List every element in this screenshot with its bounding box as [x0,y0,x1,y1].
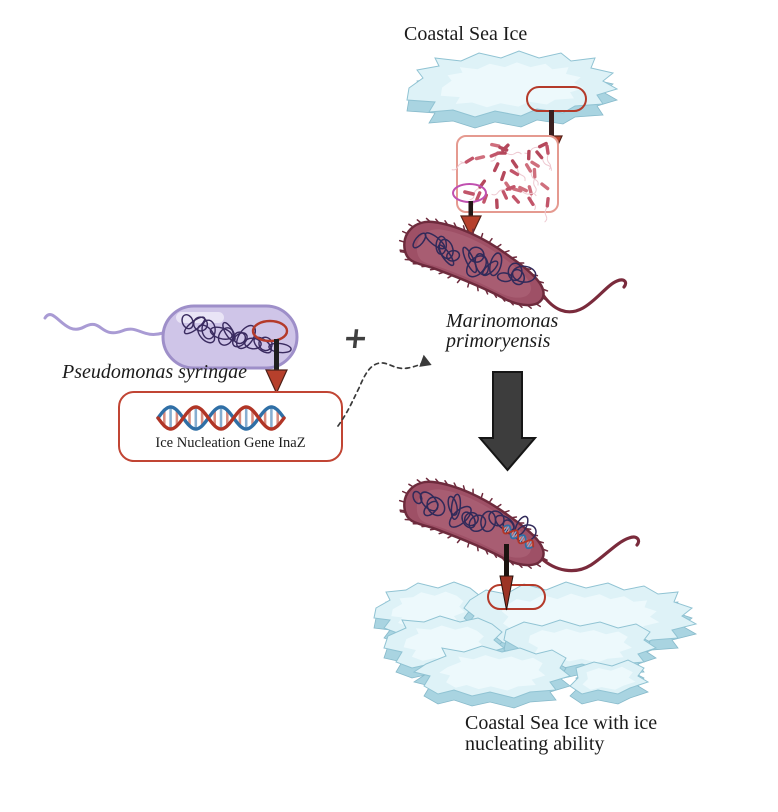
dna-helix-icon [156,405,286,431]
marinomonas-label: Marinomonas primoryensis [446,310,559,352]
ice-sample-highlight [526,86,587,112]
pseudomonas-bacterium-icon [43,304,299,370]
down-arrow-icon [265,339,288,395]
transformation-big-arrow-icon [477,371,538,472]
coastal-ice-floe-icon [406,50,619,129]
marinomonas-bacterium-icon [398,217,628,314]
pseudomonas-label: Pseudomonas syringae [62,361,247,383]
nucleation-site-highlight [487,584,546,610]
gene-transfer-dashed-arrow-icon [337,354,432,427]
gene-box: Ice Nucleation Gene InaZ [118,391,343,462]
down-arrow-icon [460,201,482,239]
result-caption: Coastal Sea Ice with ice nucleating abil… [465,712,658,755]
sea-ice-floes-icon [373,581,698,709]
bacteria-sample-box [451,135,559,223]
gene-label: Ice Nucleation Gene InaZ [155,435,306,451]
coastal-sea-ice-label: Coastal Sea Ice [404,23,528,45]
engineered-bacterium-icon [398,477,641,573]
bacterium-rod-icon [463,190,475,196]
down-arrow-icon [499,544,514,611]
